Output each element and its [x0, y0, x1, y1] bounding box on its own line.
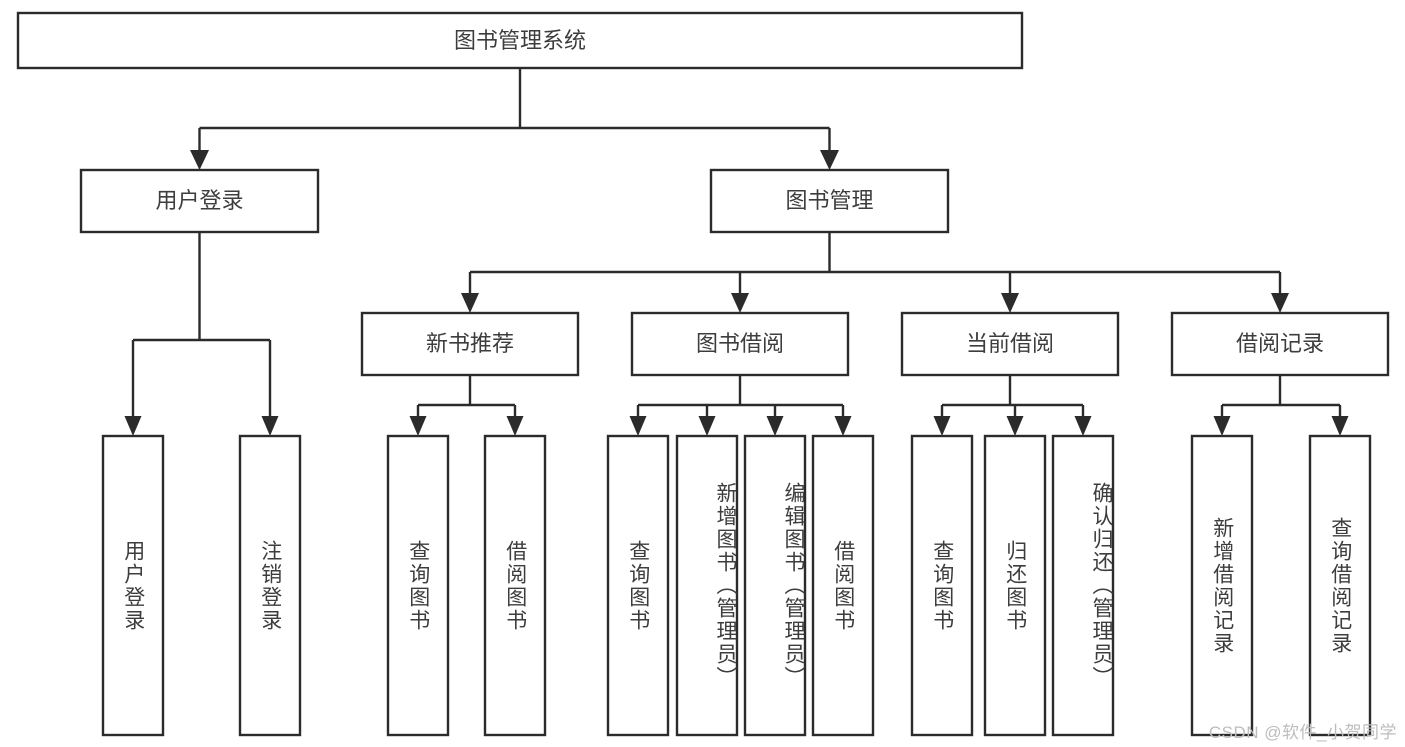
- arrow-head-icon: [1213, 416, 1231, 436]
- node-user-login[interactable]: [79, 168, 320, 234]
- arrow-head-icon: [1074, 416, 1092, 436]
- node-leaf-confirm-return-admin[interactable]: [1051, 434, 1115, 737]
- arrow-head-icon: [1001, 293, 1019, 313]
- node-new-book-recommend-label: 新书推荐: [426, 331, 514, 356]
- connector-group-current-borrow: [933, 375, 1092, 436]
- arrow-head-icon: [261, 416, 279, 436]
- arrow-head-icon: [629, 416, 647, 436]
- arrow-head-icon: [698, 416, 716, 436]
- arrow-head-icon: [409, 416, 427, 436]
- node-leaf-query-book-bb[interactable]: [606, 434, 670, 737]
- arrow-head-icon: [731, 293, 749, 313]
- connector-group-book-borrow: [629, 375, 852, 436]
- arrow-head-icon: [820, 150, 839, 170]
- connector-group-borrow-record: [1213, 375, 1349, 436]
- arrow-head-icon: [461, 293, 479, 313]
- node-leaf-edit-book-admin[interactable]: [743, 434, 807, 737]
- node-root-book-management-system[interactable]: [16, 11, 1024, 70]
- node-book-borrow[interactable]: [630, 311, 850, 377]
- node-borrow-record-label: 借阅记录: [1236, 331, 1324, 356]
- node-current-borrow-label: 当前借阅: [966, 331, 1054, 356]
- node-leaf-query-borrow-record[interactable]: [1308, 434, 1372, 737]
- arrow-head-icon: [1006, 416, 1024, 436]
- node-borrow-record[interactable]: [1170, 311, 1390, 377]
- node-leaf-user-login[interactable]: [101, 434, 165, 737]
- arrow-head-icon: [766, 416, 784, 436]
- node-leaf-borrow-book-bb[interactable]: [811, 434, 875, 737]
- node-leaf-add-book-admin[interactable]: [675, 434, 739, 737]
- arrow-head-icon: [1271, 293, 1289, 313]
- node-book-management-label: 图书管理: [785, 188, 873, 213]
- node-leaf-return-book[interactable]: [983, 434, 1047, 737]
- connector-group-user-login: [124, 232, 279, 436]
- connector-group-book-management: [461, 232, 1289, 313]
- node-leaf-logout[interactable]: [238, 434, 302, 737]
- node-user-login-label: 用户登录: [155, 188, 243, 213]
- arrow-head-icon: [124, 416, 142, 436]
- node-current-borrow[interactable]: [900, 311, 1120, 377]
- connector-group-new-book: [409, 375, 524, 436]
- arrow-head-icon: [834, 416, 852, 436]
- node-root-label: 图书管理系统: [454, 28, 586, 53]
- arrow-head-icon: [506, 416, 524, 436]
- node-leaf-query-book-nb[interactable]: [386, 434, 450, 737]
- node-leaf-query-book-cb[interactable]: [910, 434, 974, 737]
- node-new-book-recommend[interactable]: [360, 311, 580, 377]
- watermark-text: CSDN @软件_小贺同学: [1208, 723, 1397, 742]
- node-book-borrow-label: 图书借阅: [696, 331, 784, 356]
- connector-group-root: [190, 68, 839, 170]
- node-leaf-add-borrow-record[interactable]: [1190, 434, 1254, 737]
- node-leaf-borrow-book-nb[interactable]: [483, 434, 547, 737]
- node-book-management[interactable]: [709, 168, 950, 234]
- arrow-head-icon: [190, 150, 209, 170]
- arrow-head-icon: [933, 416, 951, 436]
- arrow-head-icon: [1331, 416, 1349, 436]
